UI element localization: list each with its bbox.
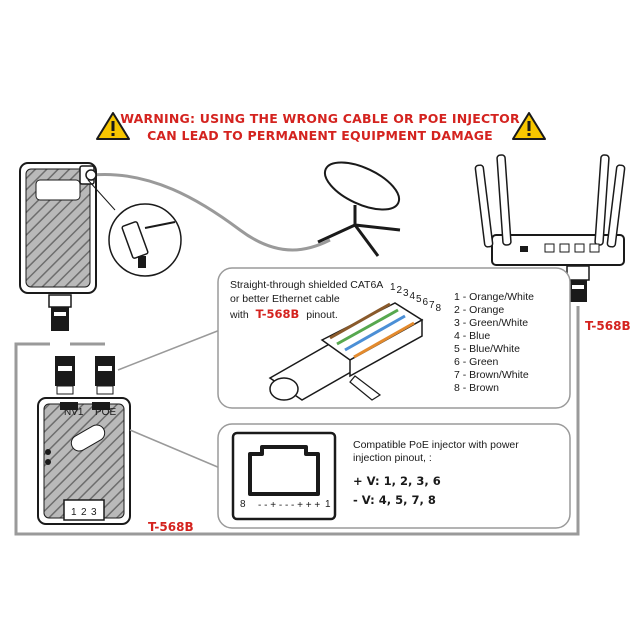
pinout-item-2: 2 - Orange [454, 304, 504, 316]
pinout-item-7: 7 - Brown/White [454, 369, 529, 381]
connector-pin-number: 7 [429, 300, 435, 311]
warning-line-2: CAN LEAD TO PERMANENT EQUIPMENT DAMAGE [147, 128, 493, 143]
cable-standard-label: T-568B [256, 307, 300, 321]
cable-info-box: Straight-through shielded CAT6A or bette… [217, 267, 571, 409]
port-label-nv1: NV1 [64, 407, 84, 418]
cable-text-line-1: Straight-through shielded CAT6A [230, 279, 383, 291]
warning-banner: WARNING: USING THE WRONG CABLE OR POE IN… [0, 110, 640, 144]
callout-line-poe [129, 429, 221, 469]
terminal-3: 3 [91, 507, 97, 518]
power-supply-device [19, 162, 97, 294]
port-label-poe: POE [95, 407, 116, 418]
warning-icon-left [96, 112, 130, 140]
poe-positive-pins: + V: 1, 2, 3, 6 [353, 474, 441, 488]
poe-info-box: 8 1 - - + - - - + + + Compatible PoE inj… [217, 423, 571, 529]
rj45-plug-device-right [95, 356, 115, 395]
connector-pin-number: 3 [403, 288, 409, 299]
cable-text-line-3: with T-568B pinout. [229, 307, 338, 321]
warning-icon-right [512, 112, 546, 140]
connector-pin-number: 2 [397, 285, 403, 296]
router-device [474, 154, 626, 266]
poe-negative-pins: - V: 4, 5, 7, 8 [353, 493, 436, 507]
warning-line-1: WARNING: USING THE WRONG CABLE OR POE IN… [120, 111, 520, 126]
label-t568b-router: T-568B [585, 319, 631, 333]
pinout-item-6: 6 - Green [454, 356, 499, 368]
connector-pin-number: 8 [436, 303, 442, 314]
connector-pin-number: 1 [390, 282, 396, 293]
satellite-dish-icon [317, 161, 401, 257]
rj45-plug-router [566, 265, 590, 302]
rj45-connector-illustration [268, 302, 424, 401]
pinout-item-1: 1 - Orange/White [454, 291, 534, 303]
cable-text-line-2: or better Ethernet cable [230, 293, 340, 305]
connector-callout [87, 179, 182, 277]
poe-text-line-2: injection pinout, : [353, 452, 432, 464]
label-t568b-device: T-568B [148, 520, 194, 534]
poe-text-line-1: Compatible PoE injector with power [353, 439, 519, 451]
jack-polarity: - - + - - - + + + [258, 500, 320, 511]
jack-pin-1: 1 [325, 499, 331, 510]
poe-device: NV1 POE 1 2 3 [37, 397, 131, 525]
pinout-item-5: 5 - Blue/White [454, 343, 520, 355]
pinout-item-4: 4 - Blue [454, 330, 490, 342]
connector-pin-number: 5 [416, 294, 422, 305]
rj45-plug-device-left [55, 356, 75, 395]
rj45-jack-icon: 8 1 - - + - - - + + + [231, 431, 337, 521]
terminal-2: 2 [81, 507, 87, 518]
jack-pin-8: 8 [240, 499, 246, 510]
pinout-item-3: 3 - Green/White [454, 317, 528, 329]
pinout-item-8: 8 - Brown [454, 382, 499, 394]
terminal-1: 1 [71, 507, 77, 518]
rj45-plug-supply [48, 294, 72, 331]
callout-line-cable [117, 329, 221, 371]
connector-pin-number: 4 [410, 291, 416, 302]
connector-pin-number: 6 [423, 297, 429, 308]
